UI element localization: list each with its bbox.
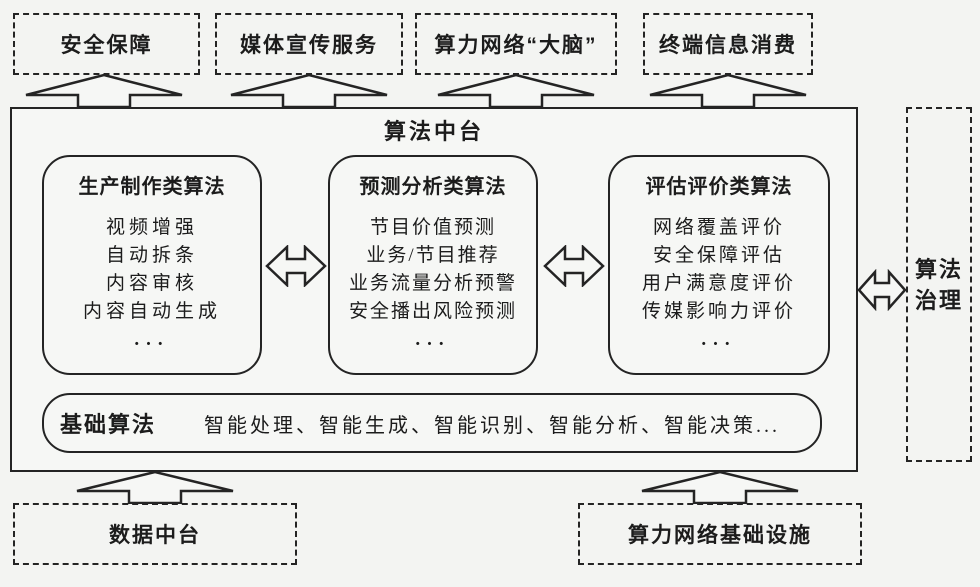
top-box-security-label: 安全保障: [60, 34, 153, 57]
top-box-security: 安全保障: [13, 13, 200, 75]
governance-label-line1: 算法: [914, 256, 963, 282]
double-arrow-icon: [857, 269, 907, 311]
column-production-algorithms: 生产制作类算法 视频增强 自动拆条 内容审核 内容自动生成 ...: [42, 155, 262, 375]
column-item: 视频增强: [105, 217, 198, 238]
column-item-list: 节目价值预测 业务/节目推荐 业务流量分析预警 安全播出风险预测 ...: [330, 214, 536, 354]
column-item: 安全播出风险预测: [348, 301, 517, 322]
column-item: 安全保障评估: [652, 245, 785, 266]
column-prediction-algorithms: 预测分析类算法 节目价值预测 业务/节目推荐 业务流量分析预警 安全播出风险预测…: [328, 155, 538, 375]
column-item-list: 视频增强 自动拆条 内容审核 内容自动生成 ...: [44, 214, 260, 354]
column-item: 网络覆盖评价: [652, 217, 785, 238]
top-box-media-service: 媒体宣传服务: [215, 13, 403, 75]
top-box-terminal-consumption-label: 终端信息消费: [659, 34, 797, 57]
column-item: 传媒影响力评价: [641, 301, 796, 322]
column-item: 节目价值预测: [369, 217, 496, 238]
column-item: 业务流量分析预警: [348, 273, 517, 294]
top-box-network-brain: 算力网络“大脑”: [415, 13, 617, 75]
right-box-algorithm-governance: 算法 治理: [906, 107, 972, 462]
top-box-terminal-consumption: 终端信息消费: [643, 13, 813, 75]
governance-label-line2: 治理: [914, 287, 963, 313]
column-item: 用户满意度评价: [641, 273, 796, 294]
column-evaluation-algorithms: 评估评价类算法 网络覆盖评价 安全保障评估 用户满意度评价 传媒影响力评价 ..…: [608, 155, 830, 375]
up-arrow-icon: [24, 74, 184, 108]
top-box-network-brain-label: 算力网络“大脑”: [434, 34, 598, 57]
double-arrow-icon: [265, 245, 327, 287]
up-arrow-icon: [436, 74, 596, 108]
column-item: 内容审核: [105, 273, 198, 294]
bottom-box-computing-infrastructure: 算力网络基础设施: [578, 503, 862, 565]
column-item-ellipsis: ...: [701, 329, 737, 350]
column-item: 业务/节目推荐: [366, 245, 500, 266]
column-item-ellipsis: ...: [134, 329, 170, 350]
column-item-list: 网络覆盖评价 安全保障评估 用户满意度评价 传媒影响力评价 ...: [610, 214, 828, 354]
base-algorithms-items: 智能处理、智能生成、智能识别、智能分析、智能决策...: [204, 414, 781, 437]
bottom-box-data-platform-label: 数据中台: [109, 524, 201, 547]
double-arrow-icon: [543, 245, 605, 287]
column-item-ellipsis: ...: [415, 329, 451, 350]
column-item: 内容自动生成: [82, 301, 221, 322]
base-algorithms-bar: 基础算法 智能处理、智能生成、智能识别、智能分析、智能决策...: [42, 393, 822, 453]
column-title: 评估评价类算法: [645, 176, 793, 198]
up-arrow-icon: [648, 74, 808, 108]
up-arrow-icon: [229, 74, 389, 108]
base-algorithms-title: 基础算法: [60, 412, 157, 437]
top-box-media-service-label: 媒体宣传服务: [240, 34, 378, 57]
up-arrow-icon: [75, 471, 235, 504]
bottom-box-data-platform: 数据中台: [13, 503, 297, 565]
bottom-box-computing-infrastructure-label: 算力网络基础设施: [628, 524, 812, 547]
column-title: 生产制作类算法: [78, 176, 226, 198]
up-arrow-icon: [640, 471, 800, 504]
column-title: 预测分析类算法: [359, 176, 507, 198]
main-box-title: 算法中台: [383, 119, 484, 144]
column-item: 自动拆条: [105, 245, 198, 266]
